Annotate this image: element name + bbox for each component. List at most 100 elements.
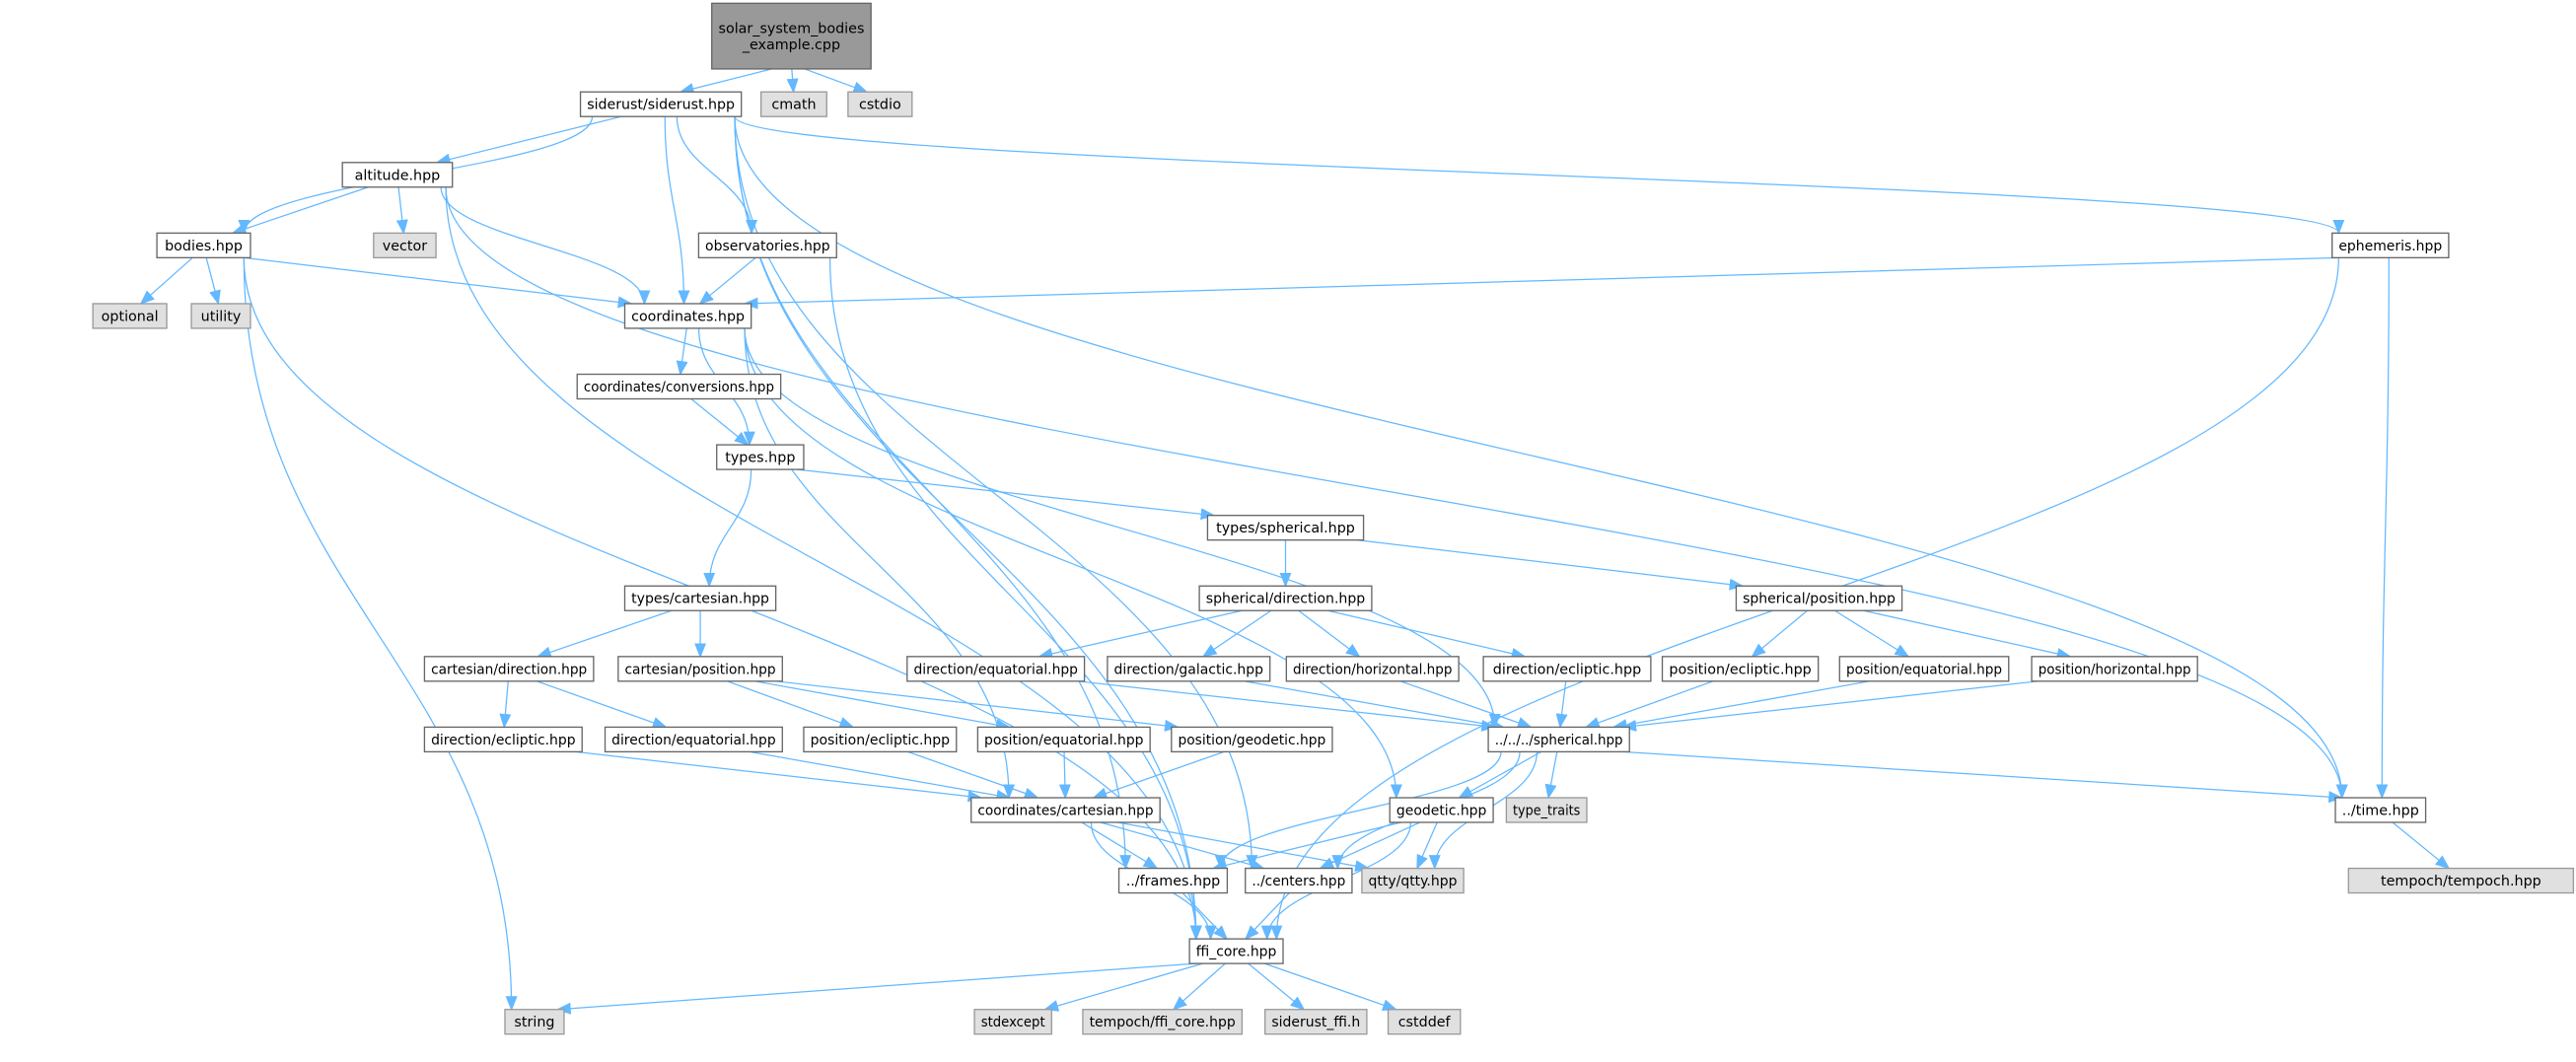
- edge-sph_position-to-pos_equatorial_s: [1834, 609, 1910, 658]
- node-label: observatories.hpp: [705, 239, 830, 254]
- node-label: type_traits: [1513, 803, 1580, 818]
- edge-siderust-to-coordinates: [664, 116, 690, 306]
- node-label: _example.cpp: [742, 37, 840, 53]
- node-ffi-core[interactable]: ffi_core.hpp: [1188, 938, 1284, 964]
- nodes-layer: solar_system_bodies_example.cpp siderust/…: [92, 2, 2575, 1035]
- node-label: direction/horizontal.hpp: [1293, 662, 1452, 677]
- node-types-cartesian[interactable]: types/cartesian.hpp: [623, 585, 777, 611]
- node-pos-equatorial-c[interactable]: position/equatorial.hpp: [976, 726, 1151, 753]
- edge-geodetic-to-centers: [1319, 821, 1421, 870]
- node-vector: vector: [373, 232, 437, 259]
- node-dir-galactic[interactable]: direction/galactic.hpp: [1107, 656, 1271, 682]
- node-box: [1661, 656, 1820, 682]
- node-box: [623, 585, 777, 611]
- node-label: direction/ecliptic.hpp: [1493, 662, 1641, 677]
- node-label: ../../../spherical.hpp: [1495, 733, 1623, 748]
- node-spherical[interactable]: ../../../spherical.hpp: [1487, 726, 1630, 753]
- edge-coordinates-to-geodetic: [744, 327, 1402, 800]
- node-observatories[interactable]: observatories.hpp: [697, 232, 837, 259]
- node-label: coordinates/cartesian.hpp: [977, 803, 1153, 818]
- node-sph-direction[interactable]: spherical/direction.hpp: [1198, 585, 1373, 611]
- node-label: position/geodetic.hpp: [1178, 733, 1325, 748]
- edge-pos_equatorial_s-to-spherical: [1611, 680, 1870, 731]
- edge-siderust-to-observatories: [676, 116, 758, 235]
- node-coord-cartesian[interactable]: coordinates/cartesian.hpp: [970, 797, 1161, 823]
- edge-sph_position-to-pos_horizontal: [1863, 609, 2072, 660]
- node-sph-position[interactable]: spherical/position.hpp: [1735, 585, 1903, 611]
- edge-root-to-cmath: [786, 68, 799, 94]
- node-coordinates[interactable]: coordinates.hpp: [623, 303, 752, 329]
- node-box: [1285, 656, 1460, 682]
- node-time[interactable]: ../time.hpp: [2334, 797, 2427, 823]
- edge-cart_position-to-pos_equatorial_c: [754, 680, 1011, 731]
- node-box: [1206, 515, 1365, 541]
- node-ephemeris[interactable]: ephemeris.hpp: [2331, 232, 2450, 259]
- node-cmath: cmath: [759, 91, 827, 117]
- node-frames[interactable]: ../frames.hpp: [1117, 867, 1229, 894]
- node-dir-equatorial-s[interactable]: direction/equatorial.hpp: [906, 656, 1086, 682]
- edge-root-to-cstdio: [804, 68, 869, 94]
- node-types[interactable]: types.hpp: [716, 444, 805, 470]
- edge-pos_equatorial_c-to-coord_cartesian: [1058, 751, 1071, 800]
- node-box: [759, 91, 827, 117]
- edge-types_cartesian-to-cart_direction: [536, 609, 673, 659]
- node-pos-ecliptic-s[interactable]: position/ecliptic.hpp: [1661, 656, 1820, 682]
- node-label: direction/equatorial.hpp: [913, 662, 1077, 677]
- edge-bodies-to-utility: [205, 257, 221, 306]
- node-dir-ecliptic-s[interactable]: direction/ecliptic.hpp: [1482, 656, 1652, 682]
- node-box: [697, 232, 837, 259]
- edge-altitude-to-bodies: [231, 186, 369, 235]
- node-conversions[interactable]: coordinates/conversions.hpp: [576, 373, 782, 400]
- node-label: position/ecliptic.hpp: [1669, 662, 1811, 677]
- node-dir-horizontal[interactable]: direction/horizontal.hpp: [1285, 656, 1460, 682]
- edge-sph_direction-to-dir_ecliptic_s: [1327, 609, 1527, 660]
- edge-dir_galactic-to-spherical: [1244, 680, 1505, 731]
- edge-ffi_core-to-stdexcept: [1043, 962, 1203, 1012]
- edge-bodies-to-coordinates: [244, 256, 633, 309]
- edge-dir_equatorial_c-to-coord_cartesian: [749, 750, 1012, 802]
- node-cstddef: cstddef: [1387, 1009, 1462, 1035]
- node-pos-equatorial-s[interactable]: position/equatorial.hpp: [1838, 656, 2010, 682]
- node-cart-position[interactable]: cartesian/position.hpp: [617, 656, 783, 682]
- edge-ffi_core-to-tempoch_ffi: [1172, 962, 1226, 1011]
- edge-observatories-to-coordinates: [698, 256, 756, 305]
- node-siderust[interactable]: siderust/siderust.hpp: [579, 91, 743, 117]
- node-box: [423, 726, 583, 753]
- node-label: ../frames.hpp: [1126, 874, 1221, 889]
- node-box: [1198, 585, 1373, 611]
- node-cart-direction[interactable]: cartesian/direction.hpp: [423, 656, 595, 682]
- node-tempoch: tempoch/tempoch.hpp: [2347, 867, 2575, 894]
- node-types-spherical[interactable]: types/spherical.hpp: [1206, 515, 1365, 541]
- node-box: [1245, 867, 1353, 894]
- node-label: cmath: [771, 98, 816, 113]
- edge-observatories-to-ffi_core: [828, 257, 1202, 941]
- node-label: direction/ecliptic.hpp: [431, 733, 575, 748]
- node-box: [1188, 938, 1284, 964]
- node-altitude[interactable]: altitude.hpp: [341, 162, 454, 188]
- node-label: ../centers.hpp: [1252, 874, 1345, 889]
- node-pos-horizontal[interactable]: position/horizontal.hpp: [2031, 656, 2198, 682]
- node-pos-geodetic[interactable]: position/geodetic.hpp: [1171, 726, 1333, 753]
- node-dir-equatorial-c[interactable]: direction/equatorial.hpp: [604, 726, 783, 753]
- edge-altitude-to-coordinates: [440, 186, 651, 306]
- node-bodies[interactable]: bodies.hpp: [156, 232, 251, 259]
- node-centers[interactable]: ../centers.hpp: [1245, 867, 1353, 894]
- edge-sph_position-to-pos_ecliptic_s: [1751, 609, 1808, 658]
- edge-types_spherical-to-sph_position: [1356, 539, 1745, 591]
- node-pos-ecliptic-c[interactable]: position/ecliptic.hpp: [803, 726, 958, 753]
- edge-siderust-to-time: [734, 116, 2348, 800]
- edge-ffi_core-to-cstddef: [1263, 962, 1397, 1011]
- node-box: [2347, 867, 2575, 894]
- node-dir-ecliptic-c[interactable]: direction/ecliptic.hpp: [423, 726, 583, 753]
- node-label: string: [514, 1015, 554, 1030]
- node-label: types/spherical.hpp: [1216, 521, 1355, 536]
- node-box: [1082, 1009, 1244, 1035]
- edge-pos_ecliptic_s-to-spherical: [1584, 680, 1714, 729]
- edge-coord_cartesian-to-frames: [1081, 821, 1159, 870]
- node-qtty: qtty/qtty.hpp: [1361, 867, 1465, 894]
- node-box: [711, 2, 872, 70]
- node-geodetic[interactable]: geodetic.hpp: [1389, 797, 1494, 823]
- node-optional: optional: [92, 303, 168, 329]
- node-root[interactable]: solar_system_bodies_example.cpp: [711, 2, 872, 70]
